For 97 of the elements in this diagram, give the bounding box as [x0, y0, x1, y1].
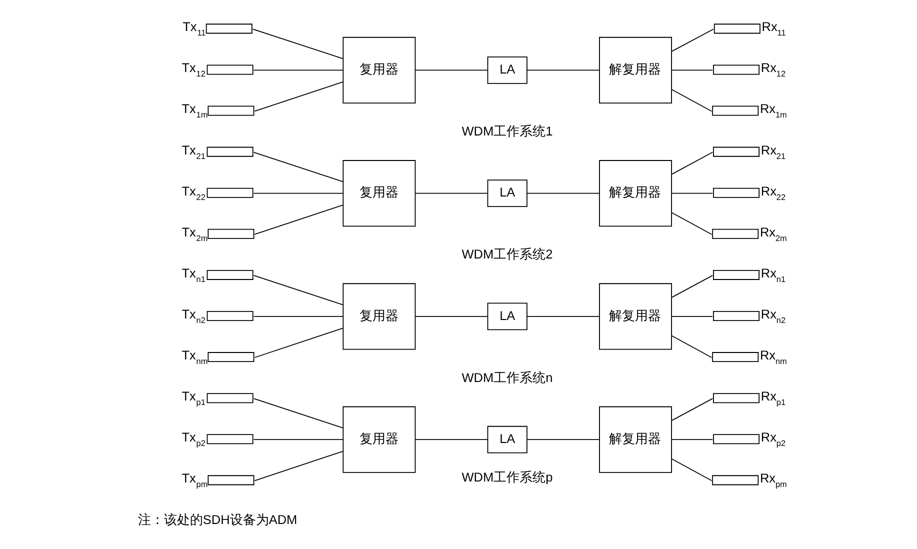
connector: [414, 439, 488, 440]
node-box: 解复用器: [598, 36, 672, 104]
connector: [670, 192, 713, 194]
connector: [670, 398, 713, 421]
connector: [670, 89, 712, 112]
node-label: Rx$_{p2}$: [760, 430, 786, 448]
connector: [254, 328, 343, 358]
node-box: [205, 24, 252, 34]
node-label: Rx$_{12}$: [760, 60, 786, 79]
node-box: LA: [486, 56, 527, 84]
node-box: [206, 434, 253, 444]
node-label: Tx$_{21}$: [181, 142, 205, 161]
node-box: [712, 475, 758, 486]
connector: [670, 458, 712, 482]
node-box: [712, 393, 760, 404]
connector: [670, 335, 712, 358]
node-label: Rx$_{n2}$: [760, 306, 786, 325]
node-box: 复用器: [342, 160, 416, 227]
node-label: Tx$_{1m}$: [181, 101, 208, 120]
node-label: Rx$_{p1}$: [760, 388, 786, 408]
connector: [414, 192, 488, 194]
node-box: [206, 188, 253, 198]
node-box: 复用器: [342, 406, 416, 473]
node-label: Tx$_{nm}$: [181, 348, 208, 366]
connector: [252, 192, 343, 194]
node-label: Tx$_{11}$: [182, 19, 206, 38]
connector: [254, 82, 343, 112]
node-box: LA: [486, 180, 527, 207]
node-label: Tx$_{n1}$: [181, 265, 205, 284]
label: WDM工作系统1: [461, 124, 552, 139]
node-box: 解复用器: [598, 283, 672, 350]
connector: [254, 204, 343, 235]
node-box: [712, 146, 760, 157]
node-label: Rx$_{pm}$: [759, 470, 786, 490]
node-label: Tx$_{pm}$: [181, 470, 208, 490]
node-label: Rx$_{11}$: [761, 19, 786, 38]
node-box: 解复用器: [598, 406, 672, 473]
node-box: [712, 188, 760, 198]
node-box: [207, 228, 254, 239]
node-label: Rx$_{nm}$: [759, 348, 786, 366]
node-box: 复用器: [342, 283, 416, 350]
label: WDM工作系统n: [461, 370, 552, 385]
connector: [670, 28, 714, 52]
node-label: Tx$_{n2}$: [181, 306, 205, 325]
connector: [670, 274, 713, 298]
connector: [526, 192, 600, 194]
node-box: [712, 310, 760, 322]
node-label: Rx$_{1m}$: [759, 101, 786, 120]
node-label: Tx$_{p1}$: [181, 388, 205, 408]
node-label: Rx$_{n1}$: [760, 265, 786, 284]
node-box: [712, 352, 758, 362]
connector: [670, 316, 713, 317]
node-box: [206, 270, 253, 280]
node-box: [206, 146, 253, 157]
connector: [670, 152, 713, 175]
node-box: [712, 270, 760, 280]
node-box: LA: [486, 302, 527, 330]
node-label: Rx$_{2m}$: [759, 224, 786, 243]
connector: [252, 439, 343, 440]
node-label: Rx$_{21}$: [760, 142, 786, 161]
node-label: Tx$_{22}$: [181, 183, 205, 202]
node-box: [712, 228, 758, 239]
node-box: 解复用器: [598, 160, 672, 227]
label: 注：该处的SDH设备为ADM: [137, 512, 297, 528]
node-box: [206, 393, 253, 404]
connector: [252, 70, 343, 71]
connector: [670, 70, 713, 71]
connector: [252, 316, 343, 317]
node-box: [207, 352, 254, 362]
node-box: 复用器: [342, 36, 416, 104]
node-box: [712, 64, 760, 75]
connector: [252, 28, 343, 60]
connector: [252, 398, 343, 428]
connector: [670, 212, 712, 235]
connector: [252, 152, 343, 182]
node-box: [713, 24, 760, 34]
node-box: [207, 475, 254, 486]
label: WDM工作系统2: [461, 246, 552, 262]
connector: [254, 450, 343, 482]
connector: [526, 70, 600, 71]
node-box: [206, 64, 253, 75]
connector: [414, 316, 488, 317]
connector: [670, 439, 713, 440]
connector: [526, 316, 600, 317]
connector: [526, 439, 600, 440]
connector: [252, 274, 343, 306]
node-label: Tx$_{p2}$: [181, 430, 205, 448]
connector: [414, 70, 488, 71]
node-box: LA: [486, 426, 527, 454]
node-box: [712, 434, 760, 444]
node-box: [206, 310, 253, 322]
node-label: Tx$_{12}$: [181, 60, 205, 79]
label: WDM工作系统p: [461, 469, 552, 484]
node-box: [207, 106, 254, 116]
node-box: [712, 106, 758, 116]
node-label: Rx$_{22}$: [760, 183, 786, 202]
node-label: Tx$_{2m}$: [181, 224, 208, 243]
